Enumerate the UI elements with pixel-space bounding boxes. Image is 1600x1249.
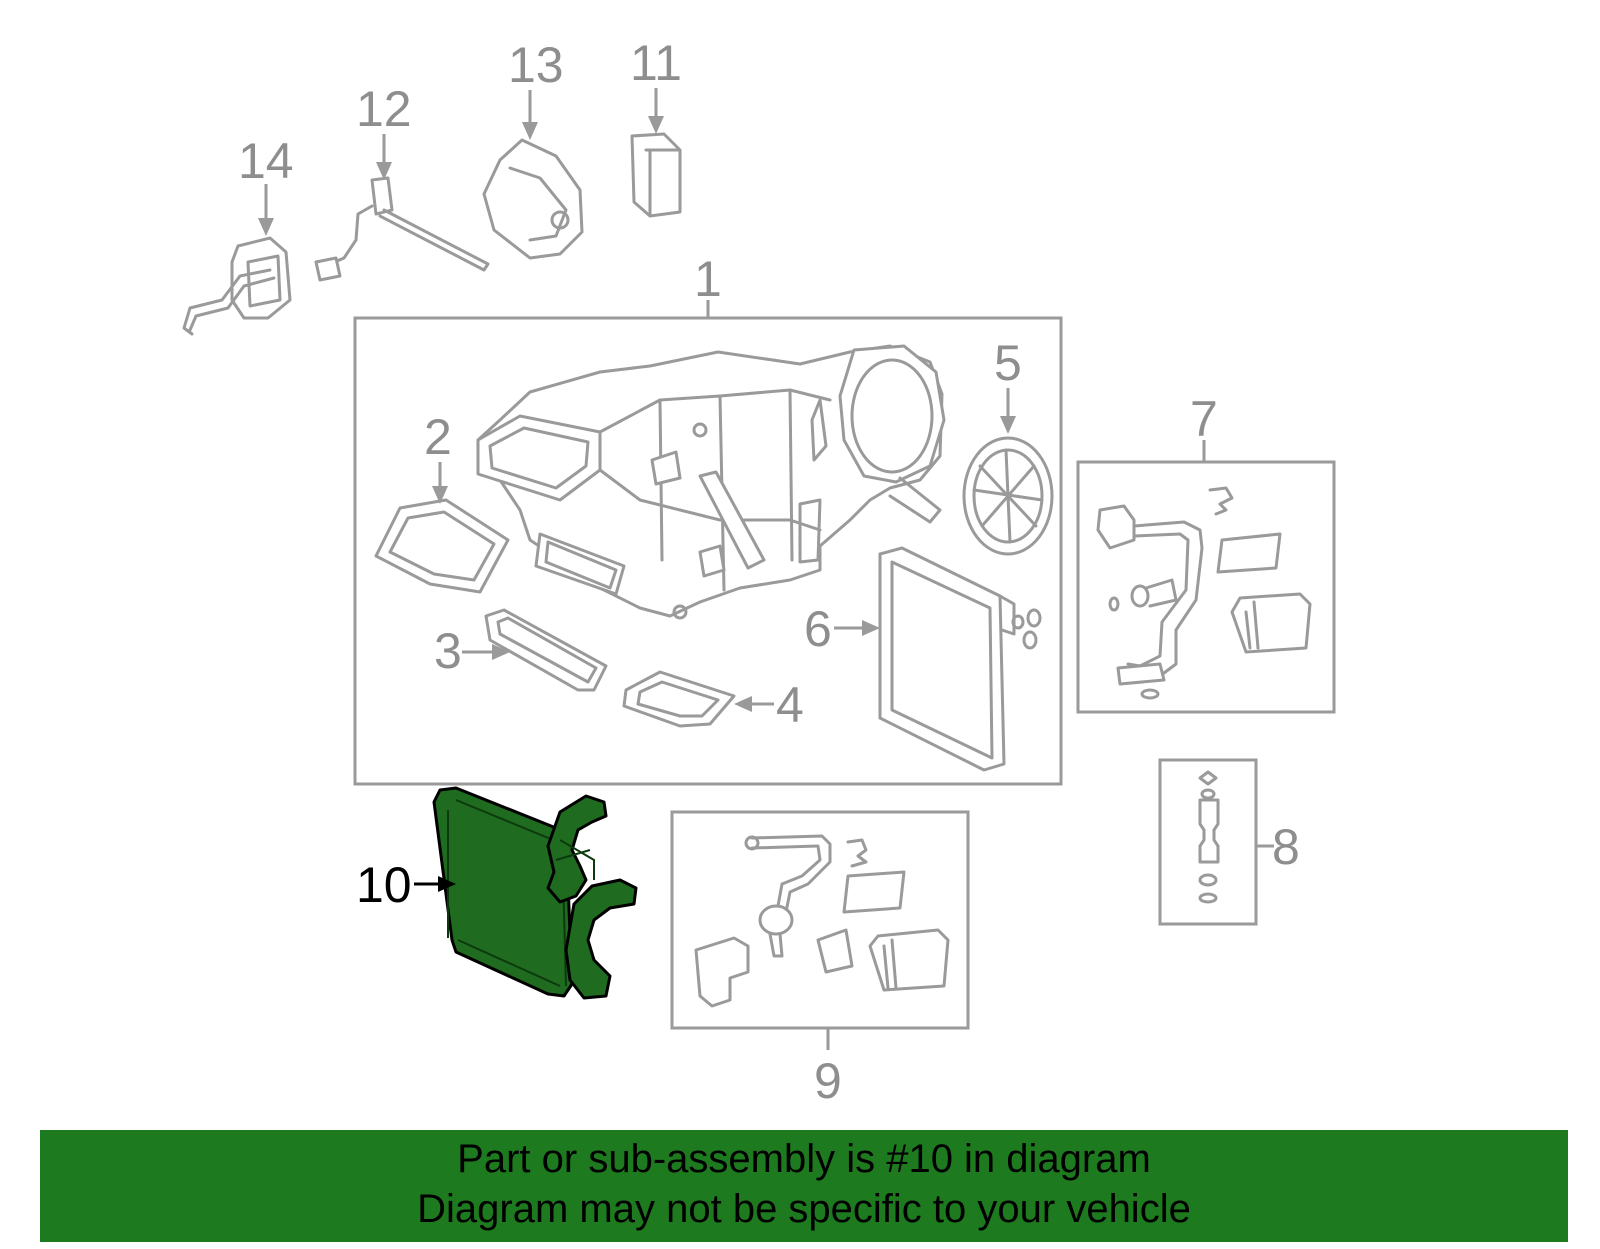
banner-line-1: Part or sub-assembly is #10 in diagram	[457, 1137, 1151, 1181]
box-8	[1158, 758, 1258, 926]
arrowhead-4	[734, 696, 752, 712]
arrowhead-11	[648, 116, 664, 134]
part-10-heater-core	[432, 786, 638, 1000]
arrowhead-2	[432, 486, 448, 504]
callout-6: 6	[804, 601, 832, 657]
callout-5: 5	[994, 335, 1022, 391]
callout-3: 3	[434, 623, 462, 679]
callout-13: 13	[508, 37, 564, 93]
part-13-actuator	[482, 138, 584, 260]
arrowhead-14	[258, 218, 274, 236]
part-5-fan-cover	[962, 436, 1054, 556]
part-7-kit	[1096, 486, 1312, 700]
box-1	[353, 316, 1063, 786]
arrowhead-6	[862, 620, 880, 636]
part-11-module	[630, 132, 682, 218]
callout-11: 11	[630, 35, 682, 91]
callout-2: 2	[424, 409, 452, 465]
box-7	[1076, 460, 1336, 714]
arrowhead-13	[522, 122, 538, 140]
part-4-gasket	[622, 670, 736, 728]
callout-14: 14	[238, 133, 294, 189]
callout-8: 8	[1272, 819, 1300, 875]
callout-9: 9	[814, 1053, 842, 1109]
part-3-filter	[484, 608, 608, 692]
box-9	[670, 810, 970, 1030]
part-6-evaporator	[878, 546, 1042, 772]
arrowhead-10	[438, 876, 456, 892]
banner-line-2: Diagram may not be specific to your vehi…	[417, 1187, 1191, 1231]
callout-12: 12	[356, 81, 412, 137]
part-12-sensor	[314, 176, 490, 282]
part-9-kit	[694, 834, 950, 1008]
callout-7: 7	[1190, 391, 1218, 447]
arrowhead-5	[1000, 416, 1016, 434]
part-1-hvac-housing	[476, 344, 946, 620]
part-8-valve	[1198, 770, 1220, 904]
callout-4: 4	[776, 677, 804, 733]
arrowhead-3	[492, 644, 510, 660]
callout-1: 1	[694, 251, 722, 307]
part-2-gasket	[374, 498, 510, 594]
info-banner: Part or sub-assembly is #10 in diagram D…	[40, 1130, 1568, 1242]
arrowhead-12	[376, 162, 392, 180]
callout-10: 10	[356, 857, 412, 913]
part-14-actuator	[182, 236, 292, 336]
